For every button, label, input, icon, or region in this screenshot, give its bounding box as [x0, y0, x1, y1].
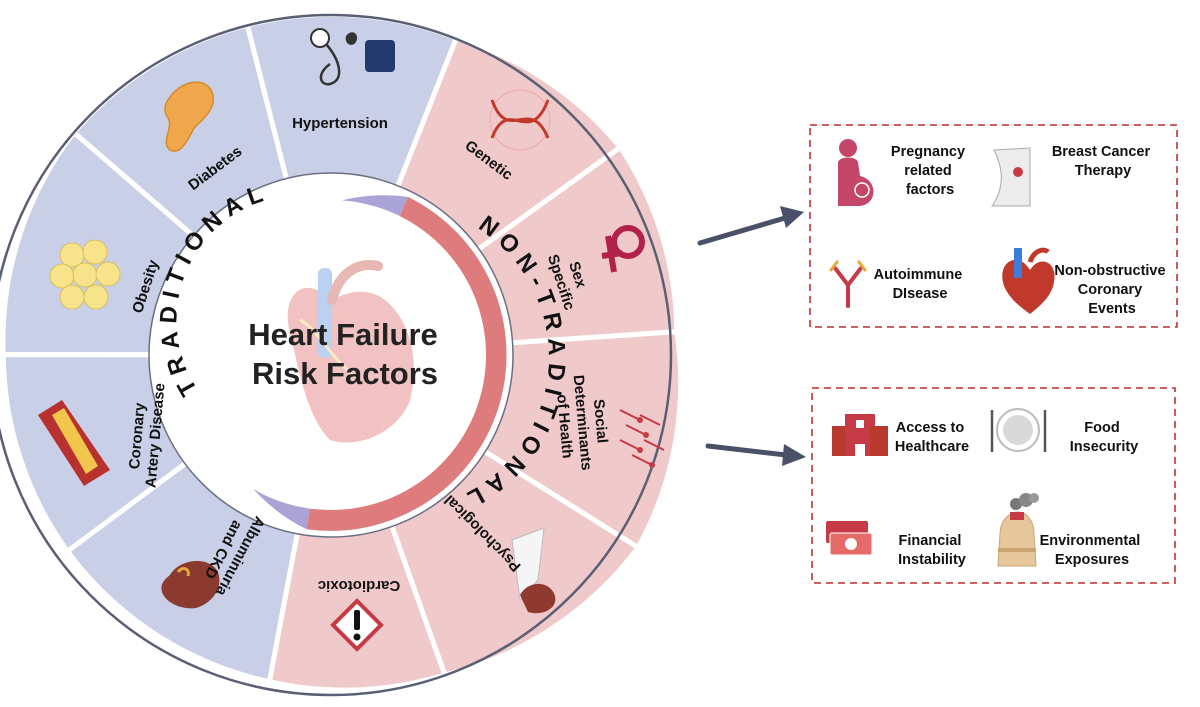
label-environmental-exposures: Environmental Exposures: [1040, 533, 1145, 568]
heart-icon: [1002, 247, 1055, 314]
dna-icon: [489, 89, 551, 151]
label-food-insecurity: Food Insecurity: [1070, 420, 1139, 455]
kidney-icon: [161, 561, 220, 609]
box-top: [809, 124, 1178, 328]
autoimmune-icon: [829, 260, 867, 308]
fat-cells-icon: [49, 239, 121, 310]
pancreas-icon: [164, 81, 215, 153]
label-breast-cancer: Breast Cancer Therapy: [1052, 144, 1154, 179]
box-bottom: [811, 387, 1176, 584]
heart-illustration: [287, 260, 414, 443]
arrow-to-top-box: [697, 206, 804, 246]
social-arrows-icon: [619, 409, 665, 468]
center-disc: [176, 200, 486, 510]
label-access-healthcare: Access to Healthcare: [895, 420, 969, 455]
label-pregnancy: Pregnancy related factors: [891, 144, 969, 198]
label-nonobstructive: Non-obstructive Coronary Events: [1054, 263, 1169, 317]
factory-icon: [997, 493, 1039, 567]
label-cardiotoxic: Cardiotoxic: [318, 577, 401, 594]
pregnancy-icon: [838, 139, 874, 206]
money-icon: [826, 521, 873, 556]
center-title-line2: Risk Factors: [252, 356, 438, 391]
label-financial-instability: Financial Instability: [898, 533, 966, 568]
arrow-to-bottom-box: [705, 443, 806, 466]
center-title-line1: Heart Failure: [248, 317, 438, 352]
hazard-warning-icon: [330, 598, 384, 652]
label-autoimmune: Autoimmune DIsease: [874, 267, 967, 302]
hospital-icon: [832, 414, 888, 456]
label-hypertension: Hypertension: [292, 115, 388, 132]
plate-icon: [990, 408, 1047, 452]
breast-cancer-icon: [991, 147, 1031, 207]
psychological-icon: [511, 527, 556, 614]
artery-plaque-icon: [38, 400, 110, 486]
female-symbol-icon: [601, 225, 645, 273]
blood-pressure-icon: [310, 28, 395, 86]
